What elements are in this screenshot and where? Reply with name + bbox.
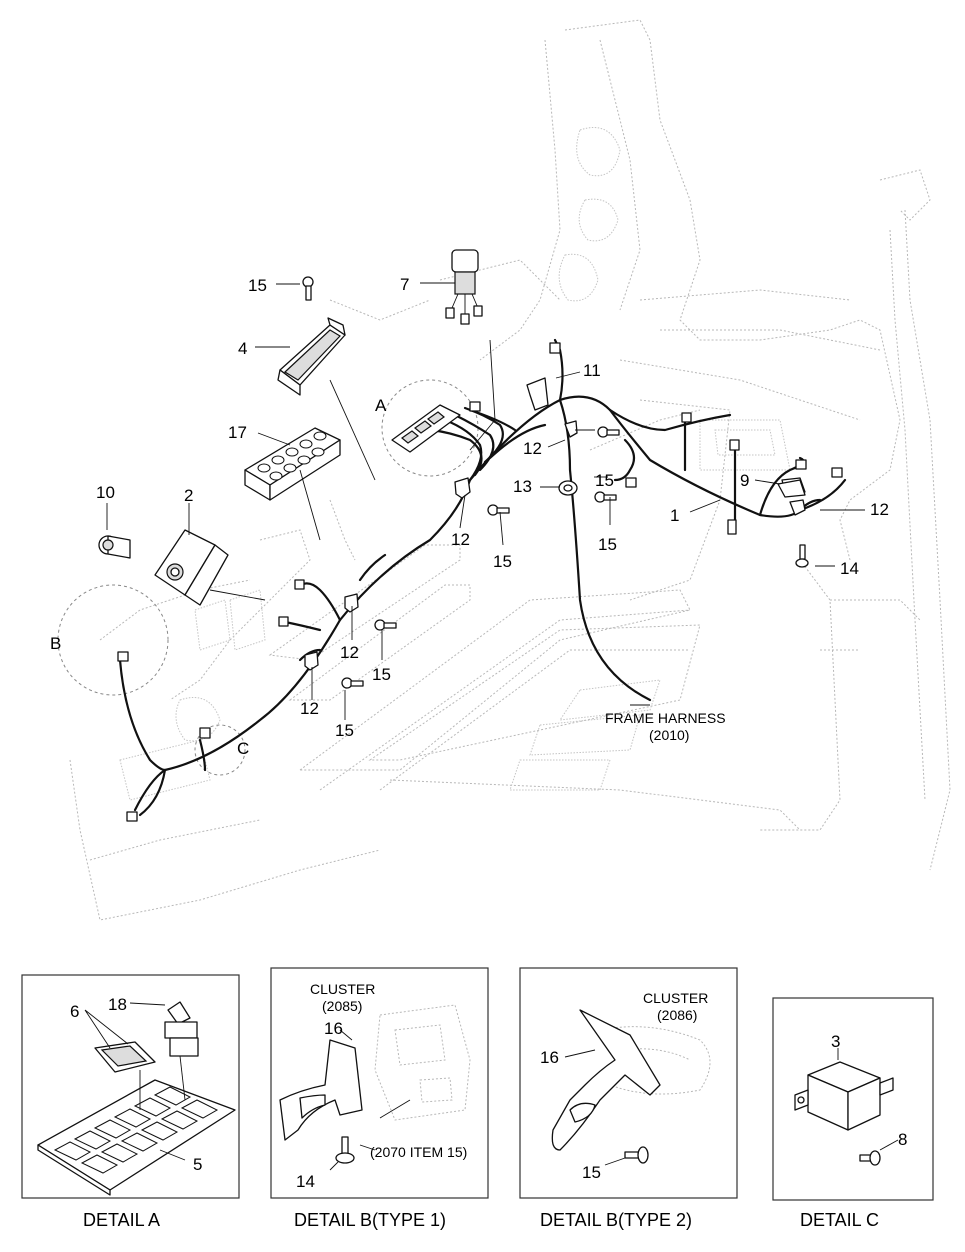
bolt-15-icons: [302, 276, 809, 689]
label-17: 17: [228, 423, 247, 442]
detail-b2-panel: CLUSTER (2086) 16 15: [519, 967, 738, 1199]
cab-frame-outline: [69, 19, 951, 921]
detail-b2-label-15: 15: [582, 1163, 601, 1182]
label-12b: 12: [870, 500, 889, 519]
detail-c-panel: 3 8: [772, 997, 934, 1201]
label-a: A: [375, 396, 387, 415]
grommet-13-icon: [558, 480, 578, 496]
frame-harness-number: (2010): [649, 727, 689, 743]
label-1: 1: [670, 506, 679, 525]
label-c: C: [237, 739, 249, 758]
label-2: 2: [184, 486, 193, 505]
label-12e: 12: [300, 699, 319, 718]
detail-c-label-3: 3: [831, 1032, 840, 1051]
lighter-10-icon: [98, 535, 131, 559]
detail-b1-label-14: 14: [296, 1172, 315, 1191]
bracket-11-icon: [526, 377, 549, 411]
detail-a-label-18: 18: [108, 995, 127, 1014]
detail-b1-ref: (2070 ITEM 15): [370, 1144, 467, 1160]
switch-panel-icon: [391, 404, 461, 453]
switch-2-icon: [154, 529, 229, 606]
label-4: 4: [238, 339, 247, 358]
cover-4-icon: [277, 317, 346, 396]
detail-a-panel: 18 6 5: [21, 974, 240, 1199]
label-b: B: [50, 634, 61, 653]
detail-b2-cluster-number: (2086): [657, 1007, 697, 1023]
cigar-lighter-7-icon: [445, 249, 483, 325]
label-15e: 15: [372, 665, 391, 684]
label-15d: 15: [493, 552, 512, 571]
detail-a-label-6: 6: [70, 1002, 79, 1021]
detail-b2-cluster: CLUSTER: [643, 990, 708, 1006]
label-12c: 12: [451, 530, 470, 549]
label-12d: 12: [340, 643, 359, 662]
label-14: 14: [840, 559, 859, 578]
detail-b1-caption: DETAIL B(TYPE 1): [294, 1210, 446, 1230]
detail-a-label-5: 5: [193, 1155, 202, 1174]
label-15c: 15: [598, 535, 617, 554]
label-9: 9: [740, 471, 749, 490]
detail-b2-label-16: 16: [540, 1048, 559, 1067]
relay-block-17-icon: [244, 427, 341, 501]
label-7: 7: [400, 275, 409, 294]
bracket-9-icon: [777, 479, 806, 498]
detail-b2-caption: DETAIL B(TYPE 2): [540, 1210, 692, 1230]
label-15f: 15: [335, 721, 354, 740]
detail-b1-cluster-number: (2085): [322, 998, 362, 1014]
label-11: 11: [583, 361, 601, 380]
detail-b-circle: [57, 584, 169, 696]
label-10: 10: [96, 483, 115, 502]
label-15b: 15: [595, 471, 614, 490]
detail-b1-cluster: CLUSTER: [310, 981, 375, 997]
detail-c-caption: DETAIL C: [800, 1210, 879, 1230]
detail-b1-panel: CLUSTER (2085) 16 (2070 ITEM 15) 14: [270, 967, 489, 1199]
detail-b1-label-16: 16: [324, 1019, 343, 1038]
label-13: 13: [513, 477, 532, 496]
label-15a: 15: [248, 276, 267, 295]
harness-connectors: [117, 342, 843, 822]
label-12a: 12: [523, 439, 542, 458]
detail-c-circle: [194, 724, 246, 776]
frame-harness-label: FRAME HARNESS: [605, 710, 726, 726]
leader-lines: [106, 282, 865, 720]
cab-harness-1: [118, 338, 847, 817]
detail-c-label-8: 8: [898, 1130, 907, 1149]
detail-a-caption: DETAIL A: [83, 1210, 160, 1230]
